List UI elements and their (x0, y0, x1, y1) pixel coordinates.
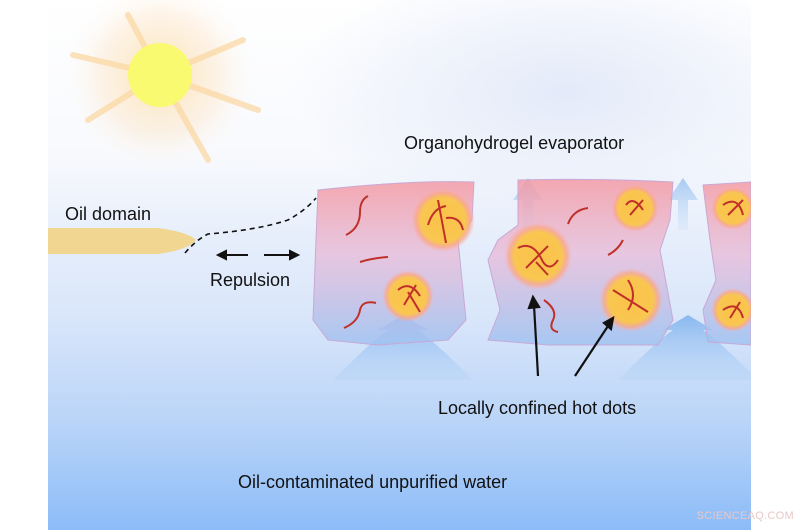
repulsion-arrows (215, 249, 301, 261)
diagram-panel: Organohydrogel evaporator Oil domain Rep… (48, 0, 751, 530)
evaporator-label: Organohydrogel evaporator (404, 133, 625, 153)
repulsion-label: Repulsion (210, 270, 291, 290)
organohydrogel-block-1 (312, 181, 475, 346)
illustration (48, 0, 751, 380)
oil-domain-shape (48, 228, 196, 254)
oil-domain-label: Oil domain (65, 204, 152, 224)
sun-icon (60, 0, 261, 175)
hot-dots-label: Locally confined hot dots (438, 398, 637, 418)
organohydrogel-block-3 (702, 181, 751, 346)
watermark: SCIENCEAQ.COM (696, 510, 794, 522)
water-label: Oil-contaminated unpurified water (238, 472, 508, 492)
hot-dot-pointer-arrows (527, 294, 615, 377)
organohydrogel-block-2 (487, 178, 674, 346)
